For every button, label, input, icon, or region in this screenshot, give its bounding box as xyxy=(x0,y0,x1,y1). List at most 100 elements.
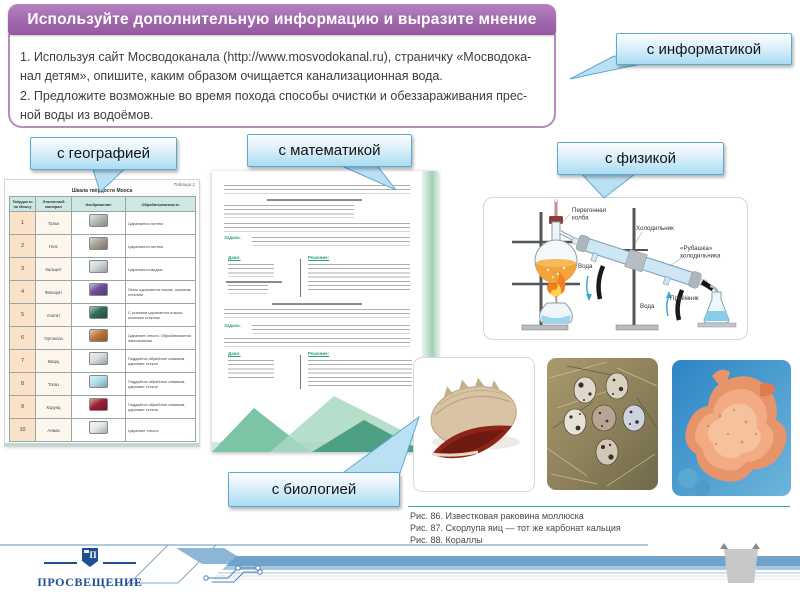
mineral-photo-cell xyxy=(71,349,126,373)
hardness-value: 1 xyxy=(9,211,36,235)
condenser-label: Холодильник xyxy=(636,225,674,232)
mineral-name: Топаз xyxy=(35,372,72,396)
table-row: 6 Ортоклаз Царапает стекло. Обрабатывает… xyxy=(9,326,196,350)
mineral-photo xyxy=(89,421,108,434)
mineral-photo-cell xyxy=(71,326,126,350)
table-row: 1 Тальк Царапается ногтем xyxy=(9,211,196,235)
figure-caption: Рис. 86. Известковая раковина моллюска xyxy=(410,511,584,521)
mineral-photo xyxy=(89,398,108,411)
water-hoses xyxy=(585,265,685,321)
mineral-photo xyxy=(89,214,108,227)
slider-tab xyxy=(720,543,760,583)
slide-title: Используйте дополнительную информацию и … xyxy=(8,4,556,35)
footer-decoration xyxy=(0,543,800,584)
mineral-photo xyxy=(89,283,108,296)
hardness-value: 5 xyxy=(9,303,36,327)
task-text-line: нал детям», опишите, каким образом очища… xyxy=(20,69,443,84)
flask-label: Перегонная xyxy=(572,207,606,214)
mineral-photo-cell xyxy=(71,234,126,258)
workability-text: Легко царапается ножом, оконным стеклом xyxy=(125,280,196,304)
callout-geography: с географией xyxy=(30,137,177,170)
mohs-table-page: Таблица 1 Шкала твёрдости Мооса Твёрдост… xyxy=(5,180,199,446)
mineral-photo-cell xyxy=(71,211,126,235)
task-text-line: 1. Используя сайт Мосводоканала (http://… xyxy=(20,50,532,64)
mohs-header-cell: Изображение xyxy=(71,196,126,212)
mineral-name: Кварц xyxy=(35,349,72,373)
mohs-table-body: 1 Тальк Царапается ногтем 2 Гипс Царапае… xyxy=(9,211,196,442)
hardness-value: 8 xyxy=(9,372,36,396)
given-label: Дано: xyxy=(228,351,241,356)
svg-text:холодильника: холодильника xyxy=(680,253,721,260)
spirit-lamp xyxy=(539,271,573,324)
hardness-value: 9 xyxy=(9,395,36,419)
table-row: 9 Корунд Поддаётся обработке алмазом, ца… xyxy=(9,395,196,419)
page-green-decor xyxy=(212,396,422,452)
coral-illustration xyxy=(672,360,791,496)
publisher-name: ПРОСВЕЩЕНИЕ xyxy=(37,575,143,589)
mineral-photo-cell xyxy=(71,280,126,304)
workability-text: Поддаётся обработке алмазом, царапает ст… xyxy=(125,349,196,373)
workability-text: Царапает стекло. Обрабатывается напильни… xyxy=(125,326,196,350)
solution-label: Решение: xyxy=(308,255,330,260)
hardness-value: 4 xyxy=(9,280,36,304)
mineral-photo xyxy=(89,329,108,342)
mineral-name: Кальцит xyxy=(35,257,72,281)
math-textbook-page: Задача. Дано: Решение: Задача. Дано: Реш… xyxy=(212,171,438,452)
workability-text: С усилием царапается ножом, оконным стек… xyxy=(125,303,196,327)
workability-text: Поддаётся обработке алмазом, царапает ст… xyxy=(125,372,196,396)
table-row: 7 Кварц Поддаётся обработке алмазом, цар… xyxy=(9,349,196,373)
photo-corals xyxy=(672,360,791,496)
physics-panel: Перегонная колба Холодильник «Рубашка» х… xyxy=(483,197,748,340)
mineral-photo-cell xyxy=(71,257,126,281)
mineral-name: Корунд xyxy=(35,395,72,419)
hardness-value: 6 xyxy=(9,326,36,350)
task-text-line: ной воды из водоёмов. xyxy=(20,108,154,123)
svg-text:колба: колба xyxy=(572,215,589,222)
task-card: Используйте дополнительную информацию и … xyxy=(8,4,556,128)
given-label: Дано: xyxy=(228,255,241,260)
mineral-photo-cell xyxy=(71,372,126,396)
callout-physics: с физикой xyxy=(557,142,724,175)
mineral-name: Гипс xyxy=(35,234,72,258)
mineral-photo xyxy=(89,306,108,319)
table-row: 4 Флюорит Легко царапается ножом, оконны… xyxy=(9,280,196,304)
figure-caption: Рис. 87. Скорлупа яиц — тот же карбонат … xyxy=(410,523,621,533)
callout-informatics: с информатикой xyxy=(616,33,792,65)
workability-text: Царапается медью xyxy=(125,257,196,281)
water-label-left: Вода xyxy=(578,263,593,270)
table-row: 5 Апатит С усилием царапается ножом, око… xyxy=(9,303,196,327)
shell-illustration xyxy=(430,377,520,459)
task-text-line: 2. Предложите возможные во время похода … xyxy=(20,88,528,103)
circuit-decoration xyxy=(203,565,263,583)
problem-keyword: Задача. xyxy=(224,235,241,240)
workability-text: Поддаётся обработке алмазом, царапает ст… xyxy=(125,395,196,419)
receiver-flask xyxy=(697,279,737,328)
table-row: 3 Кальцит Царапается медью xyxy=(9,257,196,281)
workability-text: Царапается ногтем xyxy=(125,234,196,258)
callout-biology: с биологией xyxy=(228,472,400,507)
diagram-labels: Перегонная колба Холодильник «Рубашка» х… xyxy=(560,207,721,310)
photo-mollusc-shell xyxy=(413,357,535,492)
mineral-photo xyxy=(89,352,108,365)
mohs-header-cell: Обрабатываемость xyxy=(125,196,196,212)
svg-text:П: П xyxy=(89,550,96,560)
table-row: 10 Алмаз Царапает стекло xyxy=(9,418,196,442)
mineral-photo-cell xyxy=(71,303,126,327)
mineral-name: Ортоклаз xyxy=(35,326,72,350)
jacket-label: «Рубашка» xyxy=(680,245,713,252)
photo-quail-eggs xyxy=(547,358,658,490)
hardness-value: 7 xyxy=(9,349,36,373)
water-label-right: Вода xyxy=(640,303,655,310)
solution-label: Решение: xyxy=(308,351,330,356)
distillation-flask xyxy=(534,199,584,284)
problem-keyword: Задача. xyxy=(224,323,241,328)
task-text: 1. Используя сайт Мосводоканала (http://… xyxy=(8,30,556,128)
workability-text: Царапает стекло xyxy=(125,418,196,442)
workability-text: Царапается ногтем xyxy=(125,211,196,235)
receiver-label: Приёмник xyxy=(670,295,699,302)
mohs-header-cell: Твёрдость по Моосу xyxy=(9,196,36,212)
mineral-name: Алмаз xyxy=(35,418,72,442)
